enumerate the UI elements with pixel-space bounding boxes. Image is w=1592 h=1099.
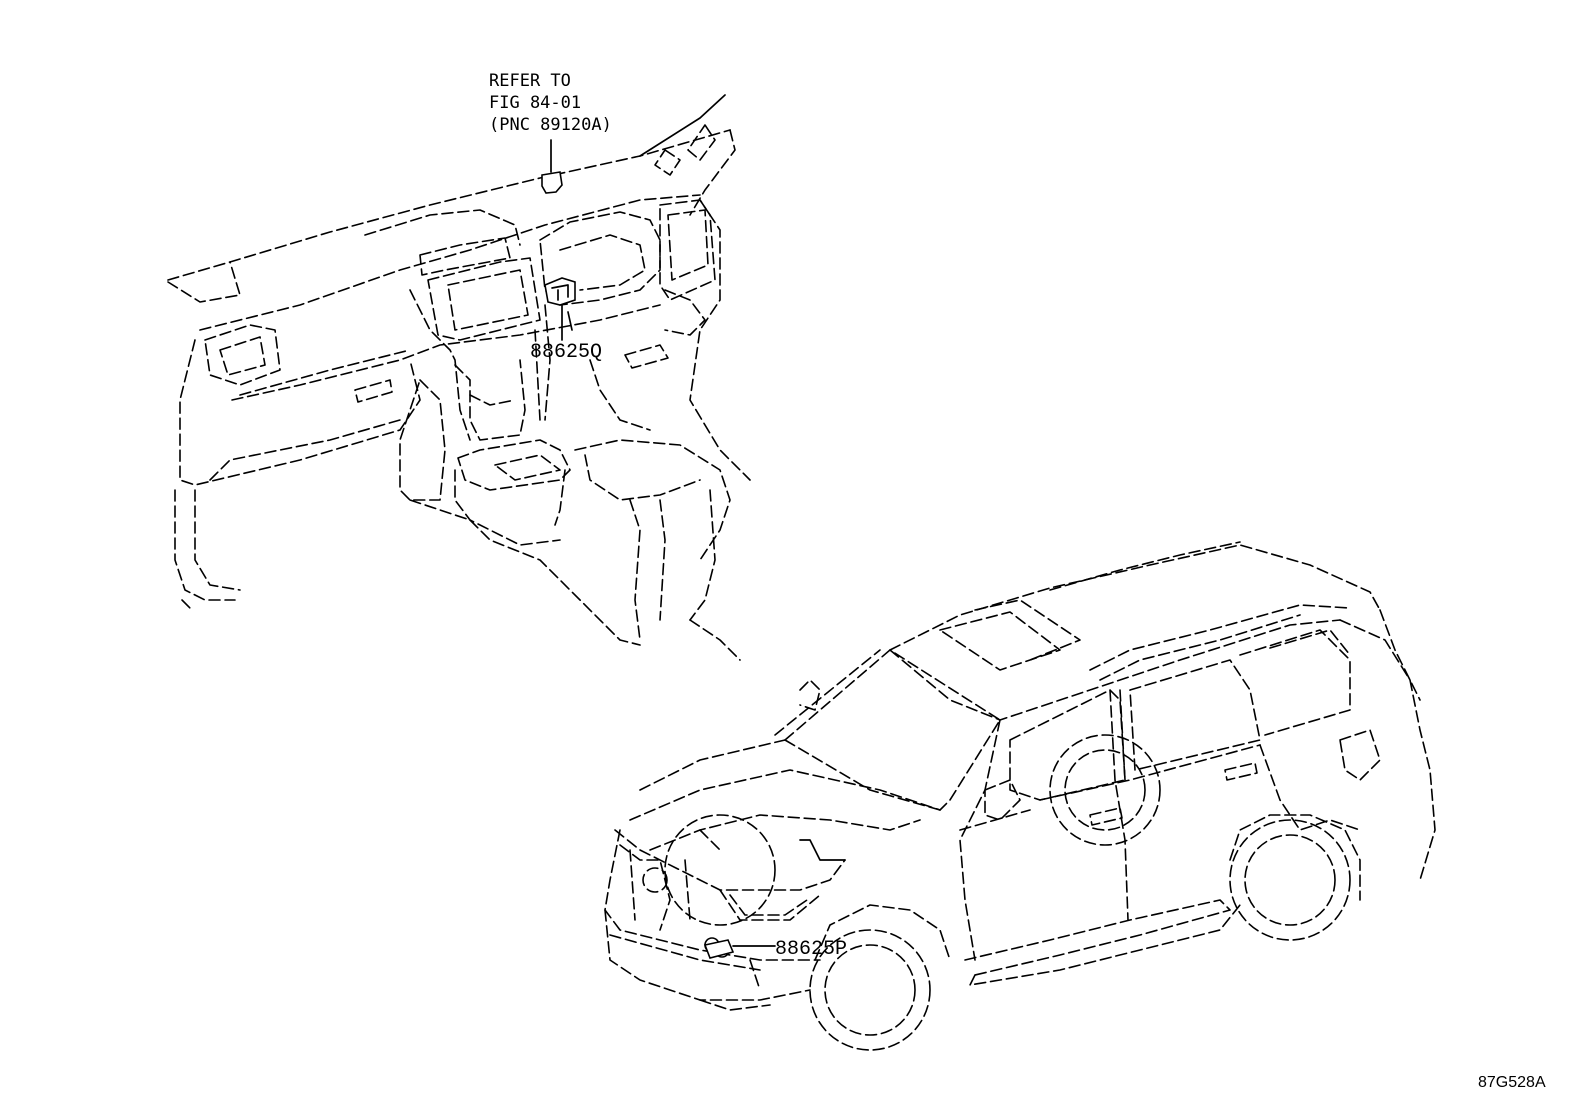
dashboard-illustration: [167, 94, 751, 661]
note-line-3: (PNC 89120A): [489, 115, 612, 135]
note-line-2: FIG 84-01: [489, 93, 581, 113]
vehicle-illustration: [604, 541, 1436, 1051]
part-88625p-icon: [703, 937, 735, 959]
part-89120a-icon: [541, 171, 563, 194]
part-88625q-icon: [544, 277, 576, 306]
callout-88625p: 88625P: [775, 938, 847, 961]
figure-code: 87G528A: [1478, 1074, 1546, 1091]
note-line-1: REFER TO: [489, 71, 571, 91]
callout-88625q: 88625Q: [530, 341, 602, 364]
